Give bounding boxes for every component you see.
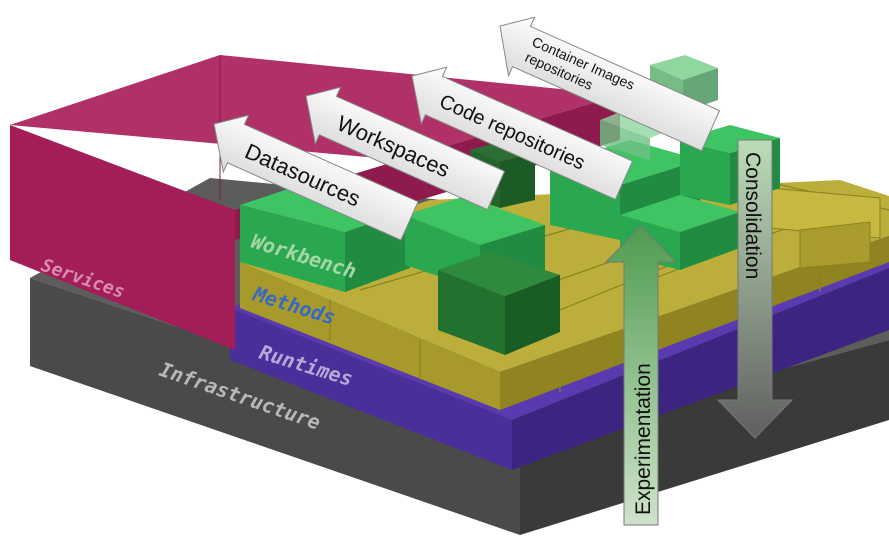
experimentation-arrow: Experimentation xyxy=(604,225,678,526)
consolidation-arrow: Consolidation xyxy=(716,139,794,439)
consolidation-label: Consolidation xyxy=(741,152,764,279)
experimentation-label: Experimentation xyxy=(632,363,655,515)
